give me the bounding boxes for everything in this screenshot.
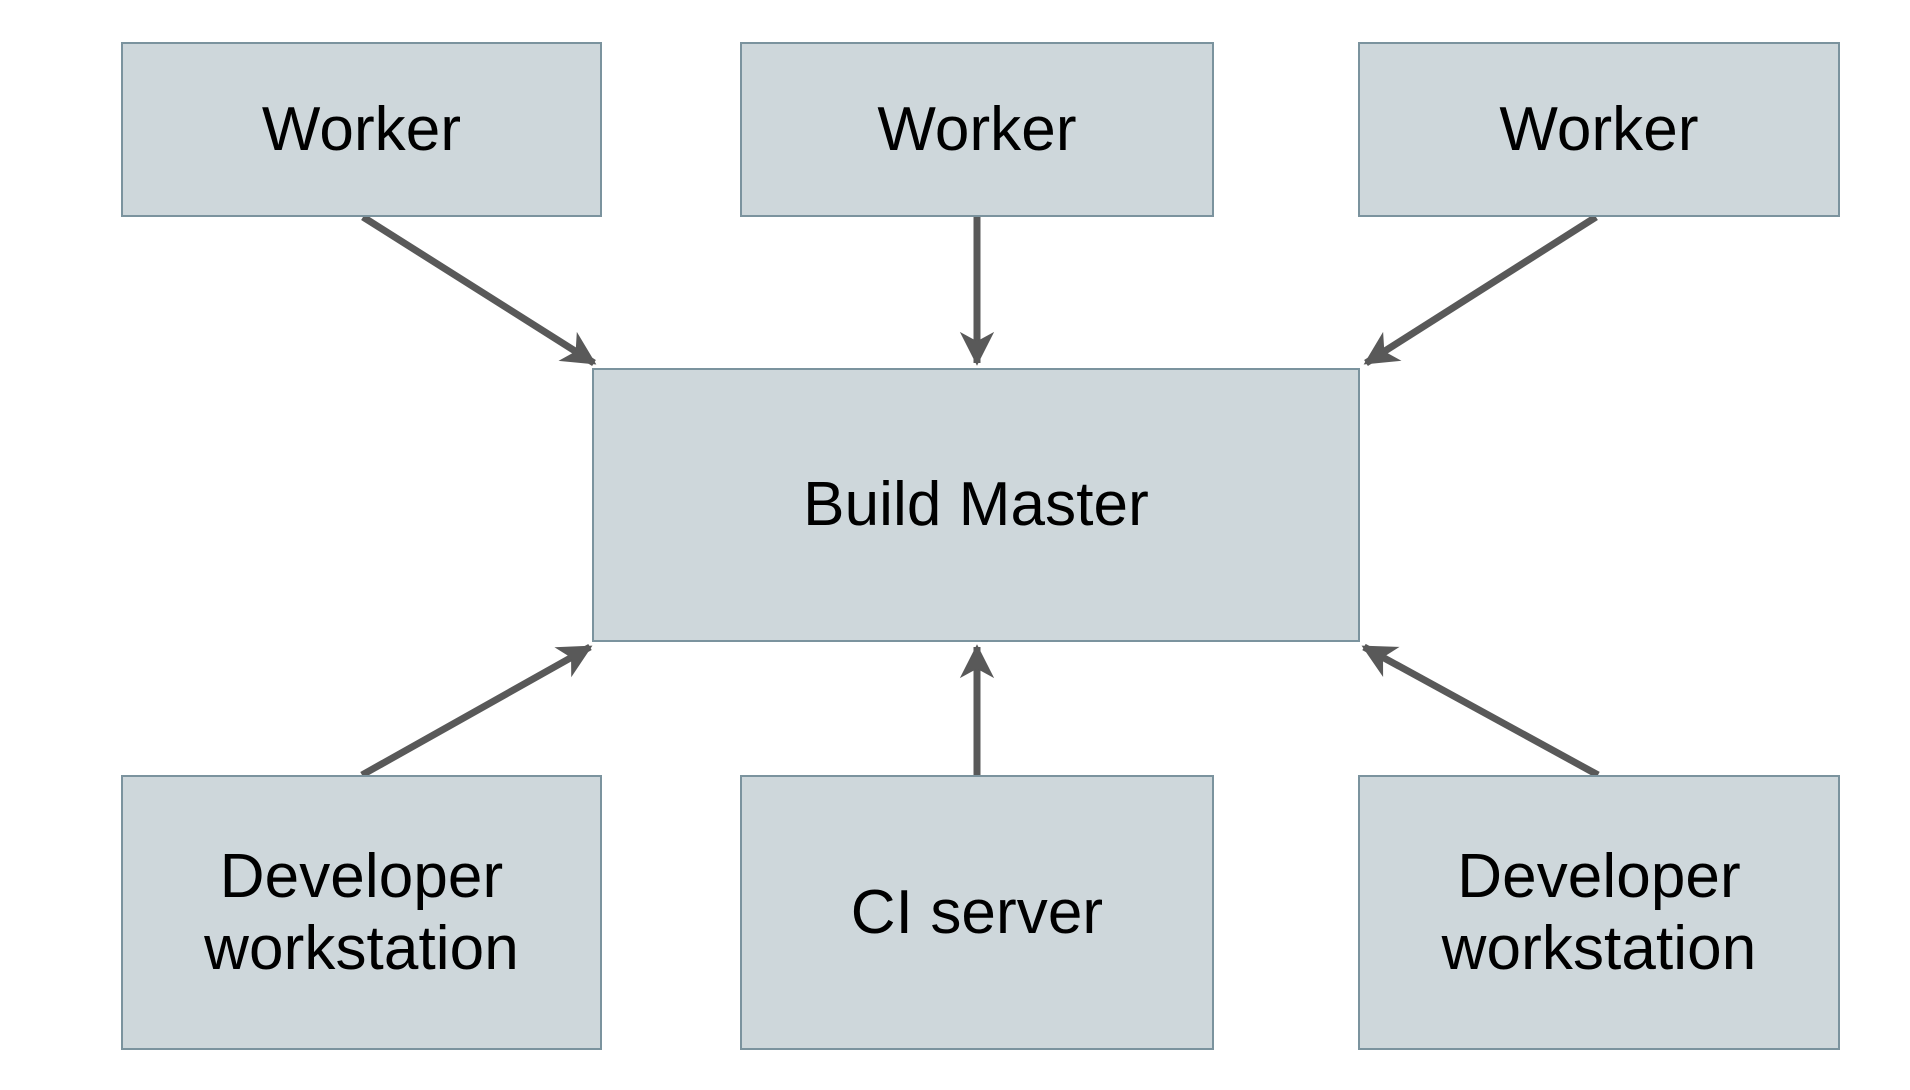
node-worker-right[interactable]: Worker [1358, 42, 1840, 217]
edge-worker-left-to-build-master [361, 214, 597, 366]
node-worker-middle[interactable]: Worker [740, 42, 1214, 217]
node-dev-workstation-right[interactable]: Developer workstation [1358, 775, 1840, 1050]
node-dev-workstation-left[interactable]: Developer workstation [121, 775, 602, 1050]
node-label-worker-middle: Worker [877, 94, 1077, 164]
edge-dev-workstation-right-to-build-master [1361, 643, 1600, 779]
node-worker-left[interactable]: Worker [121, 42, 602, 217]
node-label-worker-left: Worker [261, 94, 462, 164]
node-label-build-master: Build Master [803, 470, 1149, 540]
node-label-worker-right: Worker [1499, 94, 1699, 164]
node-label-ci-server: CI server [850, 877, 1104, 947]
node-label-dev-workstation-left: Developer workstation [204, 841, 519, 983]
node-build-master[interactable]: Build Master [592, 368, 1360, 642]
edge-dev-workstation-left-to-build-master [360, 643, 593, 779]
node-ci-server[interactable]: CI server [740, 775, 1214, 1050]
node-label-dev-workstation-right: Developer workstation [1441, 841, 1757, 983]
edge-worker-right-to-build-master [1363, 214, 1598, 366]
